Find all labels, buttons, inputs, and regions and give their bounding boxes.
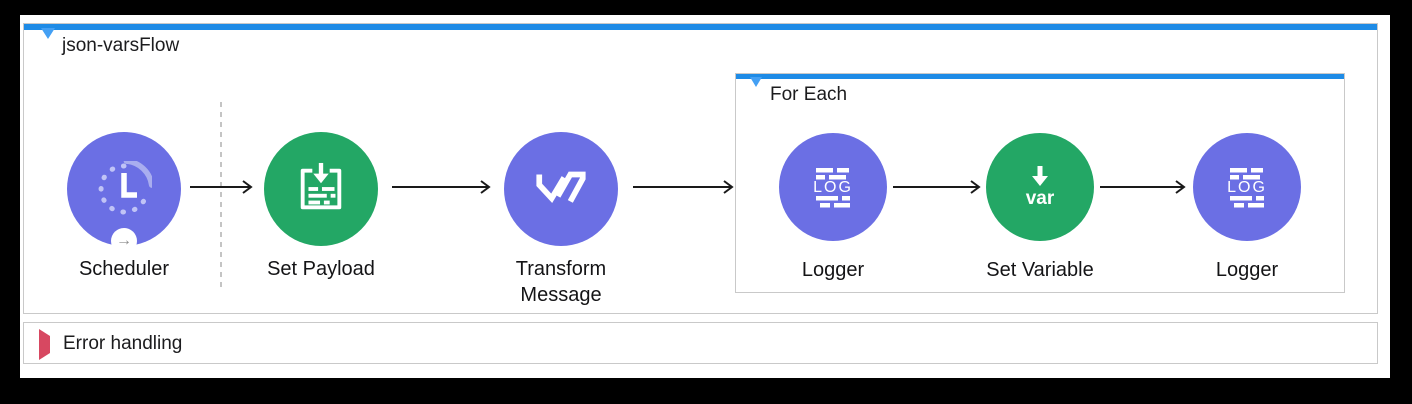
node-scheduler[interactable]: → Scheduler: [34, 132, 214, 282]
transform-message-circle: [504, 132, 618, 246]
flow-arrow: [1100, 180, 1186, 194]
svg-text:LOG: LOG: [1227, 179, 1267, 196]
node-transform-message[interactable]: Transform Message: [471, 132, 651, 308]
set-variable-icon: var: [1026, 166, 1055, 209]
triangle-right-icon: [39, 329, 50, 360]
set-variable-circle: var: [986, 133, 1094, 241]
dataweave-icon: [536, 171, 586, 204]
node-label: Transform Message: [515, 258, 607, 306]
clock-schedule-icon: [98, 161, 152, 215]
node-label: Logger: [801, 259, 865, 281]
node-label: Logger: [1215, 259, 1279, 281]
svg-text:var: var: [1026, 188, 1055, 209]
flow-title: json-varsFlow: [62, 35, 180, 56]
for-each-title-bar: [736, 74, 1344, 79]
logger-icon: LOG: [1227, 168, 1267, 208]
flow-source-badge: →: [111, 228, 137, 254]
set-payload-circle: [264, 132, 378, 246]
node-set-payload[interactable]: Set Payload: [231, 132, 411, 282]
for-each-collapse-toggle[interactable]: [750, 77, 762, 105]
node-logger-2[interactable]: LOG Logger: [1167, 133, 1327, 283]
node-set-variable[interactable]: var Set Variable: [960, 133, 1120, 283]
logger-icon: LOG: [813, 168, 853, 208]
flow-arrow: [190, 180, 253, 194]
flow-collapse-toggle[interactable]: [41, 28, 55, 57]
error-handling-expand-toggle[interactable]: [39, 329, 50, 360]
for-each-scope[interactable]: For Each LOG Logger: [735, 73, 1345, 293]
error-handling-title: Error handling: [63, 333, 183, 354]
flow-title-bar: [24, 24, 1377, 30]
mule-flow-canvas: json-varsFlow → Scheduler: [20, 15, 1390, 378]
flow-arrow: [392, 180, 491, 194]
flow-arrow: [633, 180, 734, 194]
flow-container[interactable]: json-varsFlow → Scheduler: [23, 23, 1378, 314]
node-label: Scheduler: [78, 258, 170, 280]
triangle-down-icon: [41, 28, 55, 56]
payload-document-icon: [300, 162, 342, 210]
error-handling-section[interactable]: Error handling: [23, 322, 1378, 364]
scheduler-circle: [67, 132, 181, 246]
node-logger-1[interactable]: LOG Logger: [753, 133, 913, 283]
logger-circle: LOG: [779, 133, 887, 241]
source-process-divider: [220, 102, 222, 288]
svg-text:LOG: LOG: [813, 179, 853, 196]
logger-circle: LOG: [1193, 133, 1301, 241]
flow-arrow: [893, 180, 981, 194]
node-label: Set Variable: [986, 259, 1094, 281]
triangle-down-icon: [750, 77, 762, 104]
for-each-title: For Each: [770, 84, 848, 105]
node-label: Set Payload: [267, 258, 375, 280]
right-arrow-icon: →: [116, 232, 132, 249]
